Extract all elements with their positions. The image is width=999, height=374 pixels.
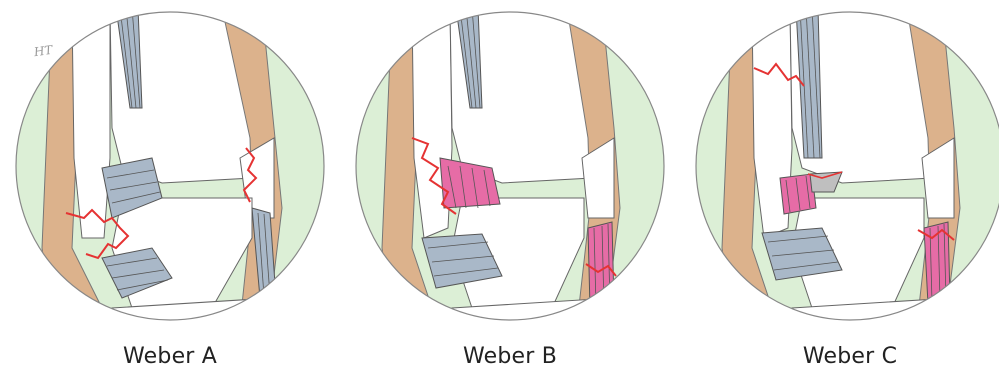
caption-weber-c: Weber C <box>692 344 999 369</box>
ankle-illustration-weber-c <box>692 8 999 324</box>
caption-weber-b: Weber B <box>352 344 668 369</box>
artist-signature: HT <box>33 43 53 59</box>
caption-weber-a: Weber A <box>12 344 328 369</box>
torn-deltoid-ligament <box>588 222 614 308</box>
ankle-illustration-weber-a <box>12 8 328 324</box>
panel-weber-a: HT <box>12 8 328 324</box>
panel-weber-c <box>692 8 999 324</box>
ankle-illustration-weber-b <box>352 8 668 324</box>
panel-weber-b <box>352 8 668 324</box>
